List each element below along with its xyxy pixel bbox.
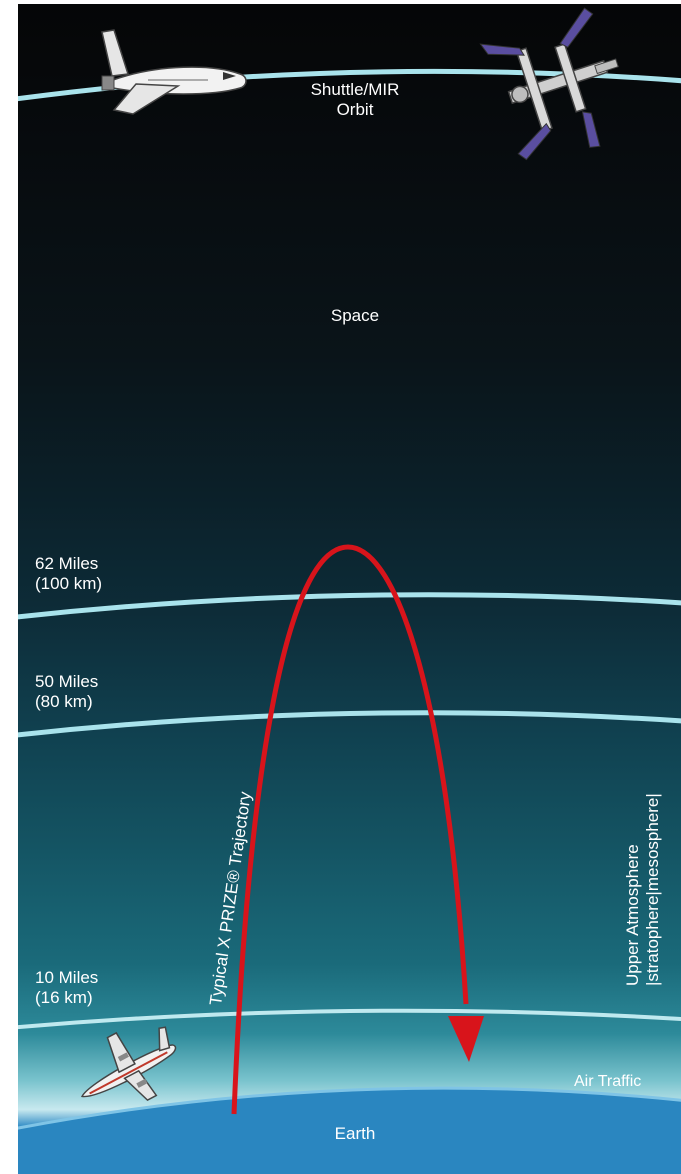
altitude-62-miles-line1: 62 Miles: [35, 554, 99, 573]
altitude-50-miles-line1: 50 Miles: [35, 672, 99, 691]
air-traffic-label: Air Traffic: [574, 1073, 642, 1090]
altitude-62-miles-line2: (100 km): [35, 574, 103, 593]
earth-surface: [18, 1088, 681, 1174]
altitude-diagram: Shuttle/MIR Orbit Space 62 Miles (100 km…: [18, 4, 681, 1174]
airliner-icon: [80, 1026, 177, 1102]
trajectory-arc: [231, 544, 469, 1115]
orbit-label-line1: Shuttle/MIR: [310, 80, 400, 99]
space-label: Space: [330, 306, 380, 325]
altitude-10-miles-line2: (16 km): [35, 988, 93, 1007]
diagram-graphics: [18, 7, 681, 1174]
altitude-50-miles-label: 50 Miles (80 km): [35, 672, 98, 712]
trajectory-arrowhead: [448, 1016, 484, 1062]
line-10-miles: [18, 1008, 681, 1030]
earth-label: Earth: [334, 1124, 376, 1143]
orbit-label-line2: Orbit: [336, 100, 374, 119]
space-shuttle-icon: [101, 29, 247, 115]
line-50-miles: [18, 710, 681, 738]
altitude-62-miles-label: 62 Miles (100 km): [35, 554, 102, 594]
line-62-miles: [18, 592, 681, 620]
orbit-label: Shuttle/MIR Orbit: [280, 80, 430, 120]
upper-atmosphere-line1: Upper Atmosphere: [623, 844, 642, 986]
space-station-icon: [479, 7, 619, 161]
altitude-10-miles-line1: 10 Miles: [35, 968, 99, 987]
altitude-50-miles-line2: (80 km): [35, 692, 93, 711]
altitude-10-miles-label: 10 Miles (16 km): [35, 968, 98, 1008]
upper-atmosphere-line2: |stratophere|mesosphere|: [643, 793, 662, 986]
upper-atmosphere-label: Upper Atmosphere |stratophere|mesosphere…: [623, 793, 663, 986]
